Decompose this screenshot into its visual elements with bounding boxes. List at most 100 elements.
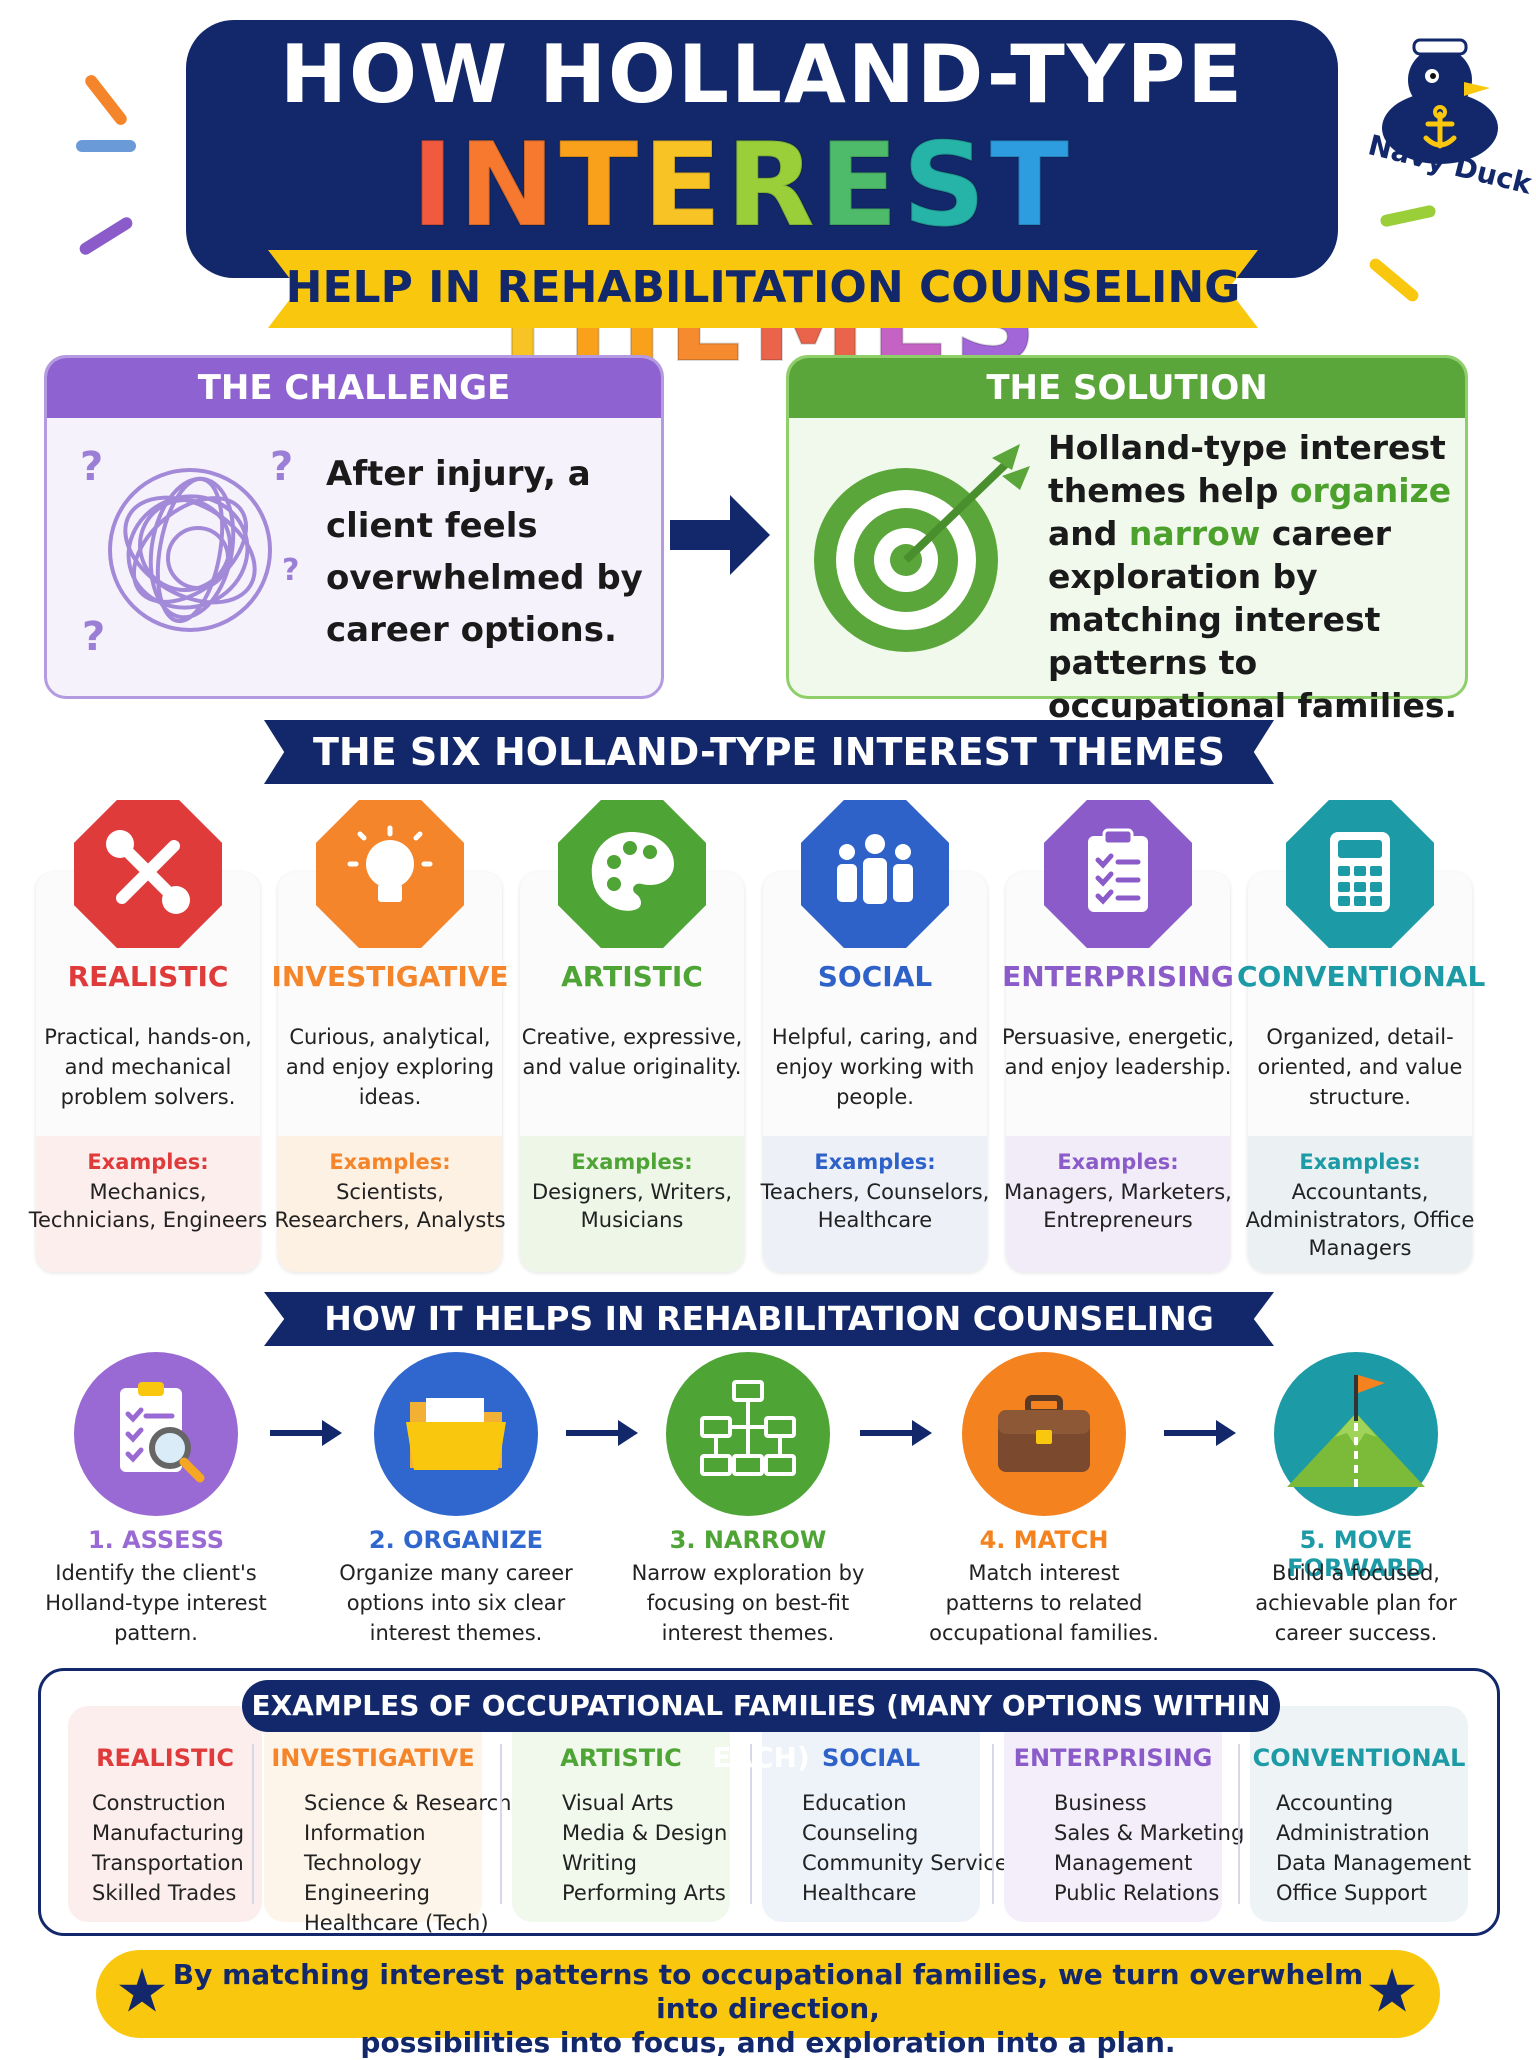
theme-title: INVESTIGATIVE <box>271 960 509 993</box>
arrow-right-icon <box>1164 1418 1236 1448</box>
step-1-circle <box>74 1352 238 1516</box>
theme-description: Organized, detail-oriented, and value st… <box>1257 1025 1463 1109</box>
steps-section-banner: HOW IT HELPS IN REHABILITATION COUNSELIN… <box>264 1292 1274 1346</box>
step-title: 3. NARROW <box>669 1526 827 1554</box>
occupation-item: Media & Design <box>562 1821 728 1845</box>
theme-card-examples-area <box>763 1136 987 1272</box>
challenge-heading: THE CHALLENGE <box>47 358 661 418</box>
occupation-item: Performing Arts <box>562 1881 726 1905</box>
svg-text:?: ? <box>80 444 103 490</box>
step-5-circle <box>1274 1352 1438 1516</box>
column-divider <box>992 1744 994 1904</box>
navy-duck-logo <box>1360 18 1530 198</box>
theme-description: Creative, expressive, and value original… <box>521 1025 743 1079</box>
tangled-thoughts-icon: ? ? ? ? <box>80 444 299 660</box>
briefcase-icon <box>984 1372 1104 1496</box>
clipboard-checklist-badge <box>1044 800 1192 948</box>
occupation-item: Data Management <box>1276 1851 1472 1875</box>
wrench-screwdriver-icon <box>100 824 196 924</box>
occupation-item: Construction <box>92 1791 226 1815</box>
step-title: 5. MOVE FORWARD <box>1287 1526 1425 1582</box>
occupation-column <box>512 1706 730 1922</box>
occupation-column <box>264 1706 482 1922</box>
step-3-circle <box>666 1352 830 1516</box>
theme-examples-label: Examples: <box>329 1150 451 1174</box>
decorative-spark <box>1379 204 1437 228</box>
svg-text:?: ? <box>282 553 299 588</box>
occupation-heading: ENTERPRISING <box>1013 1744 1213 1772</box>
theme-card-examples-area <box>278 1136 502 1272</box>
theme-title: SOCIAL <box>817 960 933 993</box>
title-letter: S <box>901 117 990 254</box>
theme-examples: Mechanics, Technicians, Engineers <box>28 1180 268 1232</box>
theme-examples-label: Examples: <box>1299 1150 1421 1174</box>
occupation-item: Management <box>1054 1851 1193 1875</box>
theme-examples: Managers, Marketers, Entrepreneurs <box>1004 1180 1232 1232</box>
occupation-heading: INVESTIGATIVE <box>271 1744 475 1772</box>
solution-text-part: Holland-type interest themes help <box>1048 428 1446 510</box>
occupation-column <box>1004 1706 1222 1922</box>
step-description: Match interest patterns to related occup… <box>929 1561 1159 1645</box>
arrow-right-icon <box>670 495 770 575</box>
occupation-item: Healthcare (Tech) <box>304 1911 489 1935</box>
highlight-organize: organize <box>1289 471 1452 510</box>
theme-examples: Teachers, Counselors, Healthcare <box>760 1180 990 1232</box>
title-letter: T <box>558 117 643 254</box>
occupation-item: Transportation <box>92 1851 244 1875</box>
calculator-icon <box>1312 824 1408 924</box>
step-description: Narrow exploration by focusing on best-f… <box>631 1561 865 1645</box>
occupation-column <box>68 1706 262 1922</box>
step-title: 4. MATCH <box>979 1526 1109 1554</box>
occupation-item: Healthcare <box>802 1881 917 1905</box>
step-description: Build a focused, achievable plan for car… <box>1255 1561 1457 1645</box>
footer-banner <box>96 1950 1440 2038</box>
lightbulb-icon <box>342 824 438 924</box>
title-banner <box>186 20 1338 278</box>
occupation-item: Counseling <box>802 1821 919 1845</box>
arrow-right-icon <box>860 1418 932 1448</box>
step-2-circle <box>374 1352 538 1516</box>
people-badge <box>801 800 949 948</box>
column-divider <box>1238 1744 1240 1904</box>
people-icon <box>827 824 923 924</box>
footer-line-2: possibilities into focus, and exploratio… <box>360 2026 1176 2059</box>
footer-line-1: By matching interest patterns to occupat… <box>172 1958 1364 2025</box>
theme-title: ENTERPRISING <box>1002 960 1234 993</box>
occupation-column <box>762 1706 980 1922</box>
step-title: 2. ORGANIZE <box>368 1526 544 1554</box>
occupation-item: Community Services <box>802 1851 1019 1875</box>
column-divider <box>500 1744 502 1904</box>
occupation-item: Visual Arts <box>562 1791 674 1815</box>
theme-examples-label: Examples: <box>1057 1150 1179 1174</box>
calculator-badge <box>1286 800 1434 948</box>
solution-text-part: career exploration by matching interest … <box>1048 514 1458 725</box>
occupation-heading: CONVENTIONAL <box>1252 1744 1466 1772</box>
palette-badge <box>558 800 706 948</box>
occupation-heading: REALISTIC <box>96 1744 234 1772</box>
flowchart-icon <box>688 1372 808 1496</box>
occupation-item: Education <box>802 1791 907 1815</box>
decorative-spark <box>82 72 130 128</box>
theme-description: Persuasive, energetic, and enjoy leaders… <box>1001 1025 1234 1079</box>
column-divider <box>750 1744 752 1904</box>
occupation-item: Business <box>1054 1791 1147 1815</box>
occupation-item: Administration <box>1276 1821 1430 1845</box>
theme-card-examples-area <box>1006 1136 1230 1272</box>
step-description: Identify the client's Holland-type inter… <box>45 1561 267 1645</box>
theme-examples: Accountants, Administrators, Office Mana… <box>1245 1180 1475 1260</box>
decorative-spark <box>77 215 135 257</box>
theme-card-examples-area <box>1248 1136 1472 1272</box>
occupation-item: Information Technology <box>304 1821 426 1875</box>
palette-icon <box>584 824 680 924</box>
title-letter: R <box>725 117 820 254</box>
step-title: 1. ASSESS <box>87 1526 225 1554</box>
occupation-item: Office Support <box>1276 1881 1427 1905</box>
theme-examples-label: Examples: <box>814 1150 936 1174</box>
occupation-item: Sales & Marketing <box>1054 1821 1245 1845</box>
